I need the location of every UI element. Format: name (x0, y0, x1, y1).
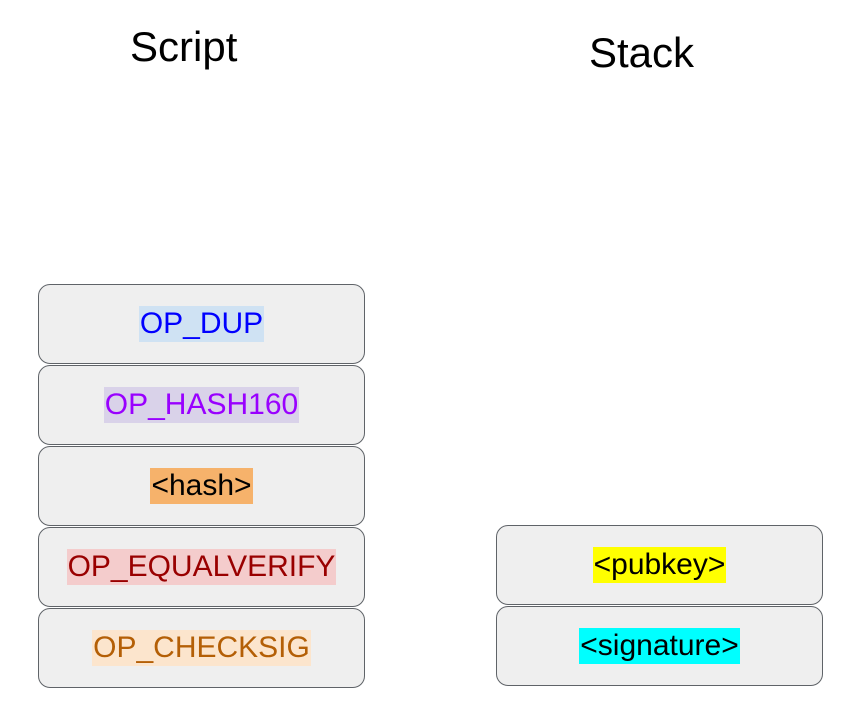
stack-item-pubkey: <pubkey> (496, 525, 823, 605)
script-item-op-checksig: OP_CHECKSIG (38, 608, 365, 688)
stack-column: <pubkey> <signature> (496, 525, 823, 687)
script-item-label: <hash> (150, 468, 253, 504)
stack-item-label: <pubkey> (592, 547, 727, 583)
script-item-op-hash160: OP_HASH160 (38, 365, 365, 445)
script-item-hash: <hash> (38, 446, 365, 526)
script-item-op-equalverify: OP_EQUALVERIFY (38, 527, 365, 607)
script-item-label: OP_CHECKSIG (92, 630, 311, 666)
stack-item-label: <signature> (579, 628, 740, 664)
script-item-label: OP_HASH160 (103, 387, 300, 423)
script-item-op-dup: OP_DUP (38, 284, 365, 364)
script-item-label: OP_DUP (138, 306, 265, 342)
script-column: OP_DUP OP_HASH160 <hash> OP_EQUALVERIFY … (38, 284, 365, 689)
stack-item-signature: <signature> (496, 606, 823, 686)
script-item-label: OP_EQUALVERIFY (66, 549, 337, 585)
script-column-title: Script (130, 23, 238, 70)
stack-column-title: Stack (589, 29, 695, 76)
